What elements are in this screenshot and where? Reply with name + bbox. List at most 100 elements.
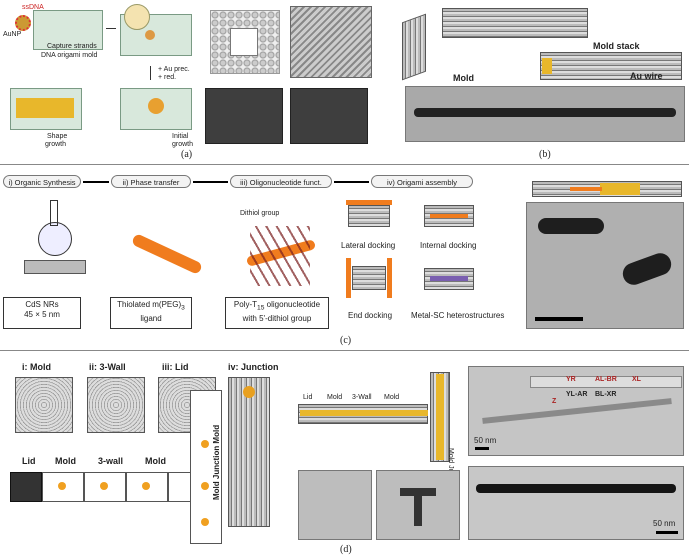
end-docking-label: End docking xyxy=(348,311,393,320)
dna-mold-label: DNA origami mold xyxy=(41,52,98,59)
initial-growth-label: growth xyxy=(172,141,194,148)
t-lid-label: Lid xyxy=(303,394,313,401)
hetero-gold xyxy=(600,183,640,195)
capture-strands-label: Capture strands xyxy=(47,43,97,50)
header-lid: iii: Lid xyxy=(162,362,189,372)
arrow-3-icon xyxy=(334,181,369,183)
au-dot-3 xyxy=(142,482,150,490)
au-wire-model xyxy=(540,52,682,80)
header-3-wall: ii: 3-Wall xyxy=(89,362,126,372)
caption-b: (b) xyxy=(539,149,551,160)
end-rod-left xyxy=(346,258,351,298)
cds-label: CdS NRs xyxy=(25,300,59,309)
header-junction: iv: Junction xyxy=(228,362,279,372)
au-wire-label: Au wire xyxy=(630,71,663,81)
t-tem-left xyxy=(298,470,372,540)
au-wire-tem-chain xyxy=(414,108,676,117)
separator-2 xyxy=(0,350,689,351)
t-tem-dark-stem xyxy=(414,490,422,526)
comb-tem-wire xyxy=(476,484,676,493)
three-wall-block xyxy=(84,472,126,502)
seq-yr: YR xyxy=(566,376,576,383)
mold-cavity xyxy=(230,28,258,56)
aunp-particle xyxy=(15,15,31,31)
initial-label: Initial xyxy=(172,133,189,140)
scale-label-1: 50 nm xyxy=(474,436,497,445)
caption-d: (d) xyxy=(340,544,352,555)
seq-z: Z xyxy=(552,398,557,405)
separator-1 xyxy=(0,164,689,165)
row-mold-label: Mold xyxy=(55,456,76,466)
step-oligo-funct: iii) Oligonucleotide funct. xyxy=(230,175,332,188)
scale-bar-d2 xyxy=(656,531,678,534)
shape-label: Shape xyxy=(47,133,68,140)
lateral-docking-label: Lateral docking xyxy=(341,241,396,250)
junction-au-particle xyxy=(243,386,255,398)
internal-rod xyxy=(430,214,468,218)
thiol-label: Thiolated m(PEG) xyxy=(117,300,182,309)
au-wire-end xyxy=(542,58,552,74)
poly-rest-label: oligonucleotide xyxy=(264,300,321,309)
seq-xl: XL xyxy=(632,376,641,383)
poly-sub: 15 xyxy=(257,304,265,312)
tem-images-right xyxy=(290,88,368,144)
lateral-rod xyxy=(346,200,392,205)
mold-3d-model xyxy=(290,6,372,78)
row-mold2-label: Mold xyxy=(145,456,166,466)
cds-size-label: 45 × 5 nm xyxy=(24,310,60,319)
internal-docking-label: Internal docking xyxy=(420,241,477,250)
arrow-1-icon xyxy=(83,181,109,183)
end-rod-right xyxy=(387,258,392,298)
vertical-label-left: Mold Junction Mold xyxy=(212,424,221,500)
junction-model xyxy=(228,377,270,527)
connector-block xyxy=(168,472,192,502)
comb-tem-bottom xyxy=(468,466,684,540)
seq-yl-ar: YL-AR xyxy=(566,391,588,398)
t-gold-arm xyxy=(300,410,428,416)
step-organic-synthesis: i) Organic Synthesis xyxy=(3,175,81,188)
mold-stack-label: Mold stack xyxy=(593,41,640,51)
metal-sc-label: Metal-SC heterostructures xyxy=(411,311,505,320)
zoom-aunp-icon xyxy=(124,4,150,30)
t-gold-stem xyxy=(436,374,444,460)
mold-tube-model xyxy=(402,13,426,81)
aunp-inside-icon xyxy=(145,30,155,40)
t-mold2-label: Mold xyxy=(384,394,400,401)
scale-label-2: 50 nm xyxy=(653,519,676,528)
t-mold-label: Mold xyxy=(327,394,343,401)
au-prec-label: + Au prec. xyxy=(158,66,190,73)
mold-model xyxy=(15,377,73,433)
ligand-label: ligand xyxy=(140,313,162,323)
cds-nanorod-icon xyxy=(130,232,204,276)
end-docking-model xyxy=(352,266,386,290)
poly-t-box: Poly-T15 oligonucleotide with 5'-dithiol… xyxy=(225,297,329,329)
t-3wall-label: 3-Wall xyxy=(352,394,372,401)
flask-illustration xyxy=(20,200,90,286)
tem-images-left xyxy=(205,88,283,144)
au-dot-2 xyxy=(100,482,108,490)
origami-mold-cube xyxy=(33,10,103,50)
gold-rod-icon xyxy=(16,98,74,118)
gold-seed-icon xyxy=(148,98,164,114)
ssdna-label: ssDNA xyxy=(22,4,44,11)
aunp-label: AuNP xyxy=(3,31,22,38)
scale-bar-c xyxy=(535,317,583,321)
shape-growth-label: growth xyxy=(45,141,67,148)
poly-label: Poly-T xyxy=(233,300,258,309)
mold-label: Mold xyxy=(453,73,474,83)
au-dot-5 xyxy=(201,482,209,490)
scale-bar-d1 xyxy=(475,447,489,450)
thiol-sub: 3 xyxy=(181,304,185,312)
metal-sc-rod xyxy=(430,276,468,281)
thiol-box: Thiolated m(PEG)3 ligand xyxy=(110,297,192,329)
lateral-docking-model xyxy=(348,205,390,227)
caption-c: (c) xyxy=(340,335,352,346)
au-dot-1 xyxy=(58,482,66,490)
sequence-bar xyxy=(530,376,682,388)
header-mold: i: Mold xyxy=(22,362,51,372)
hetero-tem-particle-1 xyxy=(538,218,604,234)
step-origami-assembly: iv) Origami assembly xyxy=(371,175,473,188)
au-dot-4 xyxy=(201,440,209,448)
hetero-rod xyxy=(570,187,602,191)
au-dot-6 xyxy=(201,518,209,526)
